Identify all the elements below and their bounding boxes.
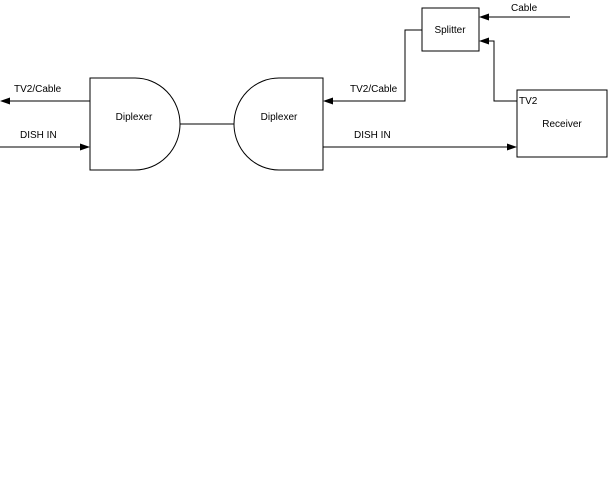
splitter-box — [421, 7, 480, 52]
tv2-cable-left-label: TV2/Cable — [14, 84, 62, 95]
splitter-label: Splitter — [434, 25, 466, 36]
diplexer-left-shape — [89, 77, 181, 171]
edge-receiver-to-splitter — [479, 37, 517, 102]
edge-dish-in-to-receiver: DISH IN — [323, 130, 517, 151]
edge-tv2-cable-out-left: TV2/Cable — [0, 84, 90, 105]
diplexer-right: Diplexer — [233, 77, 324, 171]
diplexer-left-label: Diplexer — [116, 112, 153, 123]
dish-in-left-arrowhead — [80, 143, 90, 151]
diplexer-left: Diplexer — [89, 77, 181, 171]
receiver: TV2 Receiver — [516, 89, 608, 158]
diplexer-right-shape — [233, 77, 324, 171]
receiver-to-splitter-arrowhead — [479, 37, 489, 45]
dish-in-left-label: DISH IN — [20, 130, 57, 141]
cable-in-label: Cable — [511, 3, 538, 14]
tv2-cable-right-label: TV2/Cable — [350, 84, 398, 95]
tv2-cable-out-arrowhead — [0, 97, 10, 105]
splitter-to-diplexer-line — [331, 29, 422, 102]
receiver-label: Receiver — [542, 119, 582, 130]
receiver-port-label: TV2 — [519, 96, 538, 107]
edge-dish-in-left: DISH IN — [0, 130, 90, 151]
dish-in-right-label: DISH IN — [354, 130, 391, 141]
splitter: Splitter — [421, 7, 480, 52]
receiver-box — [516, 89, 608, 158]
diplexer-right-label: Diplexer — [261, 112, 298, 123]
splitter-to-diplexer-arrowhead — [323, 97, 333, 105]
edge-tv2-cable-to-right-diplexer: TV2/Cable — [323, 29, 422, 105]
edge-cable-in: Cable — [479, 3, 570, 21]
cable-in-arrowhead — [479, 13, 489, 21]
dish-in-receiver-arrowhead — [507, 143, 517, 151]
receiver-to-splitter-line — [487, 40, 517, 102]
